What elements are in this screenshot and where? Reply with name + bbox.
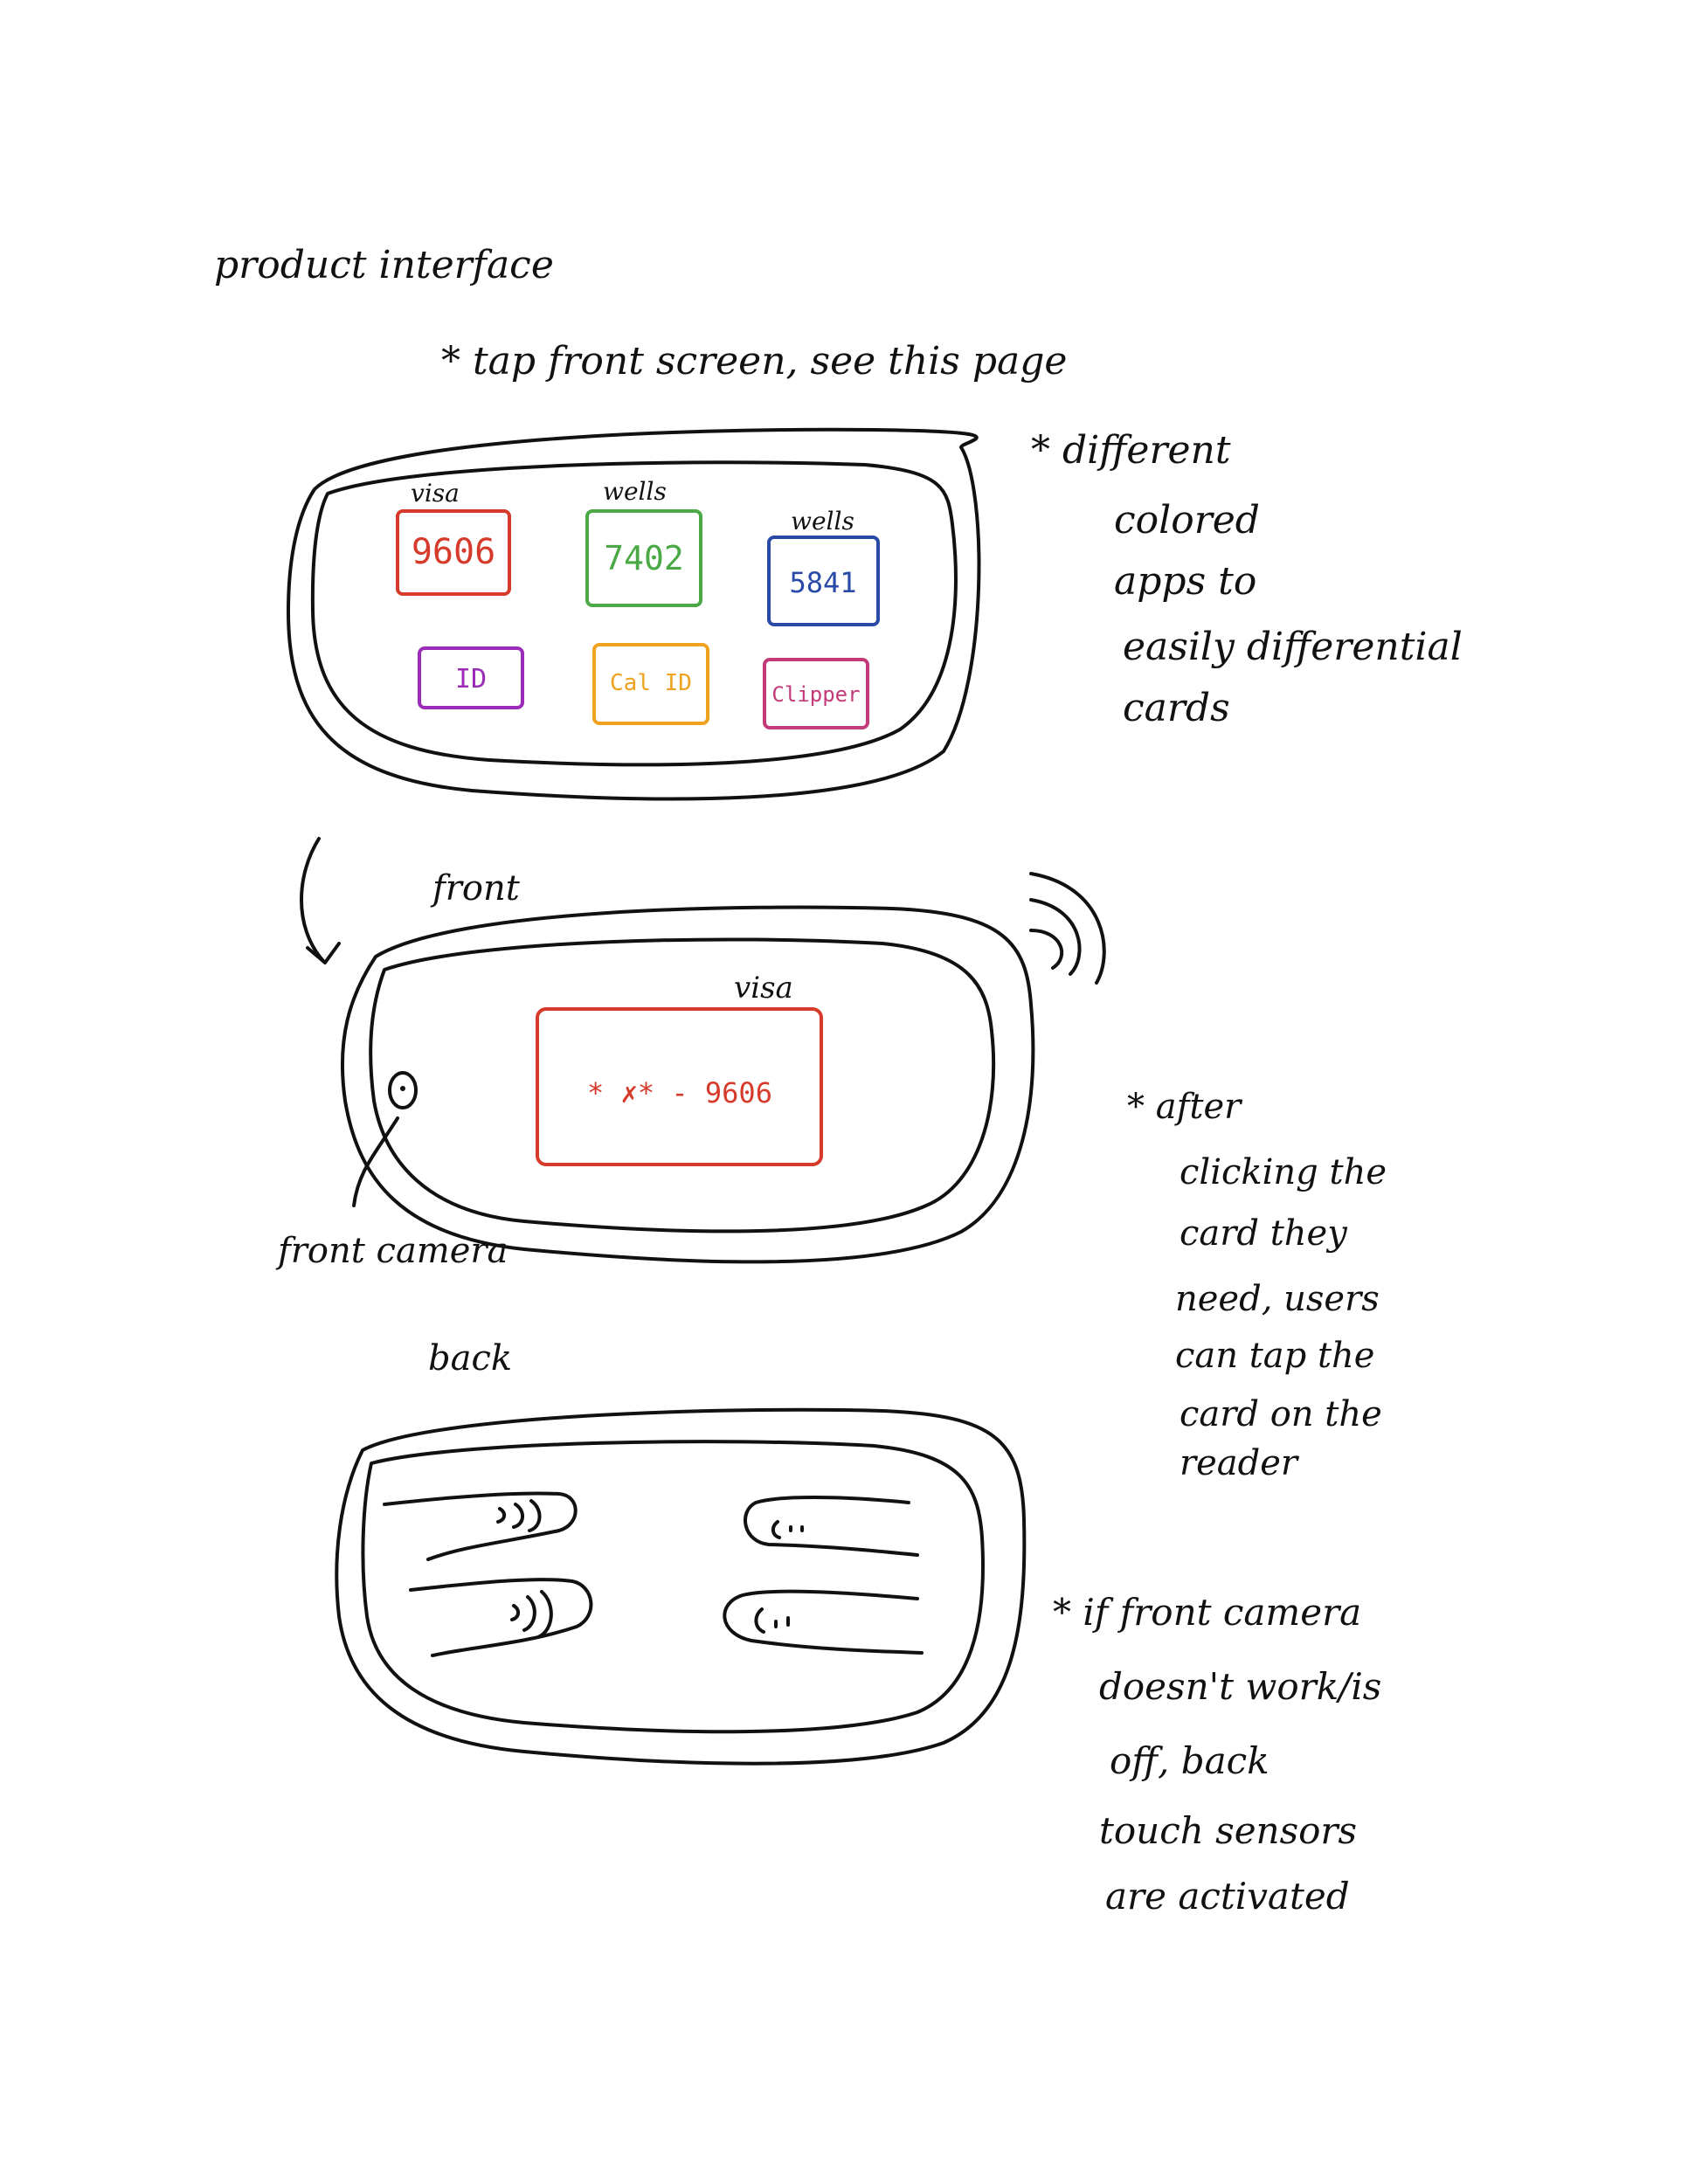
card-frame <box>536 1007 823 1166</box>
device-home-screen: visa 9606 wells 7402 wells 5841 ID Cal I… <box>287 427 981 801</box>
note-line: cards <box>1123 686 1230 730</box>
note-back-sensors: * if front camera doesn't work/is off, b… <box>1053 1591 1381 1918</box>
note-line: clicking the <box>1180 1152 1387 1192</box>
card-wells-green[interactable]: wells 7402 <box>585 477 702 607</box>
note-after-click: * after clicking the card they need, use… <box>1127 1087 1387 1483</box>
device-outer-outline <box>340 905 1035 1264</box>
note-line: easily differential <box>1123 625 1463 669</box>
card-frame <box>396 509 511 596</box>
note-line: can tap the <box>1175 1336 1374 1376</box>
note-line: reader <box>1180 1443 1300 1483</box>
back-label: back <box>428 1338 512 1379</box>
card-visa[interactable]: visa 9606 <box>396 479 511 596</box>
note-line: * different <box>1031 428 1231 473</box>
front-label: front <box>430 868 521 909</box>
device-inner-outline <box>310 460 958 767</box>
device-inner-outline <box>369 937 996 1234</box>
touch-sensor-top-right[interactable] <box>744 1496 919 1557</box>
nfc-waves-icon <box>1029 872 1106 985</box>
card-frame <box>592 643 709 725</box>
page-title: product interface <box>214 243 554 287</box>
card-label: wells <box>791 507 854 536</box>
card-number: 5841 <box>789 566 856 599</box>
note-line: doesn't work/is <box>1099 1665 1381 1708</box>
touch-sensor-icon <box>754 1607 790 1634</box>
card-number: Clipper <box>771 682 860 707</box>
arrow-icon <box>300 837 341 964</box>
camera-label: front camera <box>275 1231 508 1271</box>
note-line: touch sensors <box>1099 1809 1357 1852</box>
camera-pointer-line <box>352 1116 399 1207</box>
card-frame <box>763 658 869 729</box>
note-line: card on the <box>1180 1394 1382 1434</box>
card-number: 9606 <box>412 532 495 572</box>
card-frame <box>767 536 880 626</box>
card-number: ID <box>455 664 487 695</box>
note-line: * after <box>1127 1087 1243 1127</box>
card-label: visa <box>411 479 460 508</box>
note-line: * if front camera <box>1053 1591 1361 1634</box>
device-front: visa * ✗* - 9606 <box>340 905 1035 1264</box>
card-label: visa <box>734 971 793 1006</box>
note-colored-apps: * different colored apps to easily diffe… <box>1031 428 1463 730</box>
device-back <box>335 1407 1027 1766</box>
card-number: Cal ID <box>610 670 692 696</box>
card-wells-blue[interactable]: wells 5841 <box>767 507 880 626</box>
subtitle: * tap front screen, see this page <box>441 339 1067 384</box>
touch-sensor-icon <box>771 1520 804 1539</box>
card-cal-id[interactable]: Cal ID <box>592 643 709 725</box>
touch-sensor-bottom-left[interactable] <box>409 1578 593 1657</box>
note-line: need, users <box>1175 1279 1380 1319</box>
card-clipper[interactable]: Clipper <box>763 658 869 729</box>
note-line: off, back <box>1110 1739 1269 1782</box>
device-outer-outline <box>335 1407 1027 1766</box>
card-label: wells <box>603 477 667 506</box>
note-line: card they <box>1180 1213 1348 1254</box>
note-line: apps to <box>1114 559 1256 604</box>
camera-icon <box>388 1071 418 1109</box>
touch-sensor-icon <box>510 1590 553 1639</box>
device-outer-outline <box>287 427 981 801</box>
device-inner-outline <box>361 1440 986 1734</box>
note-line: colored <box>1114 498 1260 543</box>
touch-sensor-bottom-right[interactable] <box>723 1589 924 1655</box>
card-number: * ✗* - 9606 <box>587 1076 772 1109</box>
card-id[interactable]: ID <box>418 646 524 709</box>
note-line: are activated <box>1105 1875 1350 1918</box>
touch-sensor-top-left[interactable] <box>383 1491 578 1561</box>
card-frame <box>585 509 702 607</box>
touch-sensor-icon <box>496 1499 542 1532</box>
card-number: 7402 <box>604 539 684 577</box>
card-frame <box>418 646 524 709</box>
selected-card-visa[interactable]: visa * ✗* - 9606 <box>536 971 823 1166</box>
